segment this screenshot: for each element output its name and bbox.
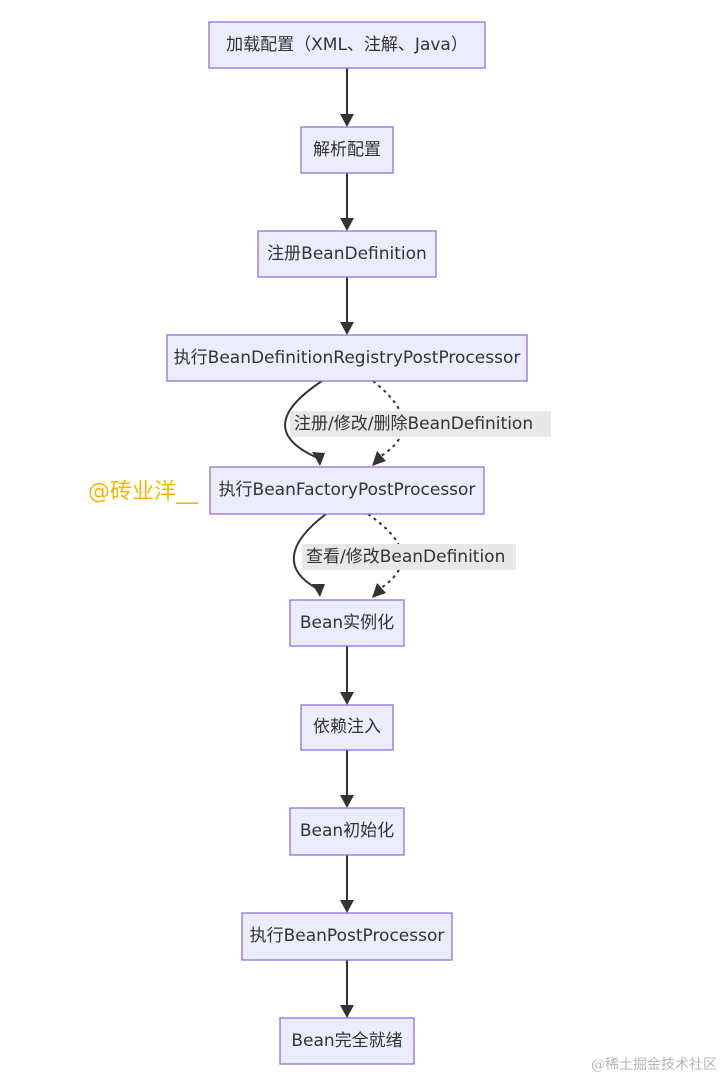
node-parse-config: 解析配置 xyxy=(300,126,394,174)
edge-label-factory: 查看/修改BeanDefinition xyxy=(302,544,516,570)
edge-bdrpp-to-bfpp-dotted xyxy=(372,380,405,457)
footer-watermark: @稀土掘金技术社区 xyxy=(591,1057,717,1073)
node-factory-post-processor: 执行BeanFactoryPostProcessor xyxy=(209,466,485,515)
node-label: 注册BeanDefinition xyxy=(267,244,427,264)
node-label: 依赖注入 xyxy=(313,717,381,737)
arrowhead xyxy=(372,451,386,466)
author-watermark: @砖业洋__ xyxy=(88,480,199,505)
node-label: 执行BeanDefinitionRegistryPostProcessor xyxy=(174,348,521,368)
node-label: 加载配置（XML、注解、Java） xyxy=(226,35,468,55)
node-label: 解析配置 xyxy=(313,140,381,160)
node-label: Bean初始化 xyxy=(300,821,394,841)
node-registry-post-processor: 执行BeanDefinitionRegistryPostProcessor xyxy=(166,334,528,382)
node-label: Bean实例化 xyxy=(300,613,394,633)
arrowhead xyxy=(340,218,354,231)
arrowhead xyxy=(372,583,386,598)
node-dependency-injection: 依赖注入 xyxy=(300,704,394,751)
edge-label-registry: 注册/修改/删除BeanDefinition xyxy=(290,411,551,437)
arrowhead xyxy=(312,452,325,466)
edges xyxy=(284,68,405,1018)
node-bean-initialization: Bean初始化 xyxy=(289,807,405,856)
node-bean-post-processor: 执行BeanPostProcessor xyxy=(241,912,453,961)
arrowhead xyxy=(340,322,354,335)
arrowhead xyxy=(340,900,354,913)
edge-bdrpp-to-bfpp-solid xyxy=(284,380,323,459)
edge-label-registry-text: 注册/修改/删除BeanDefinition xyxy=(294,414,533,434)
node-load-config: 加载配置（XML、注解、Java） xyxy=(208,21,486,69)
edge-bfpp-to-instantiate-dotted xyxy=(367,513,404,589)
node-label: 执行BeanPostProcessor xyxy=(250,926,445,946)
node-bean-ready: Bean完全就绪 xyxy=(279,1017,415,1065)
arrowhead xyxy=(340,114,354,127)
node-register-bean-definition: 注册BeanDefinition xyxy=(257,230,437,278)
node-label: 执行BeanFactoryPostProcessor xyxy=(219,480,476,500)
arrowhead xyxy=(340,692,354,705)
edge-bfpp-to-instantiate-solid xyxy=(292,513,327,590)
arrowhead xyxy=(340,1005,354,1018)
node-bean-instantiation: Bean实例化 xyxy=(289,599,405,647)
arrowhead xyxy=(312,584,325,597)
edge-label-factory-text: 查看/修改BeanDefinition xyxy=(306,547,505,567)
node-label: Bean完全就绪 xyxy=(291,1031,402,1051)
arrowhead xyxy=(340,795,354,808)
